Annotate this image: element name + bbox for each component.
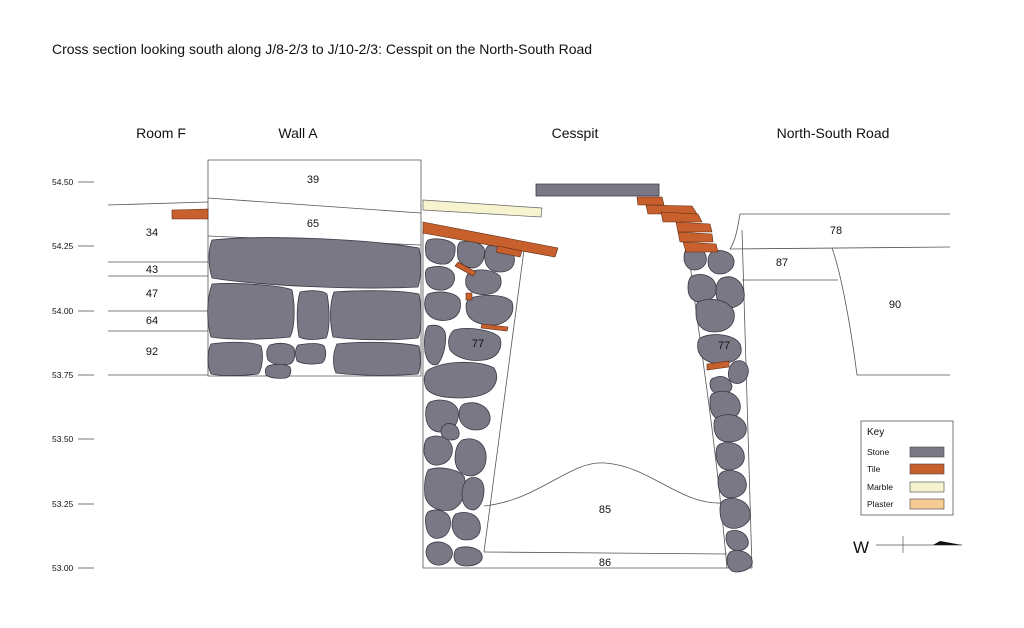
elevation-label: 53.50 <box>52 434 74 444</box>
layer-label-43: 43 <box>146 264 158 276</box>
legend: Key Stone Tile Marble Plaster <box>860 420 954 516</box>
road-layers <box>729 213 951 376</box>
legend-label-tile: Tile <box>867 464 881 474</box>
layer-label-86: 86 <box>599 557 611 569</box>
room-f-layers <box>107 201 209 376</box>
layer-label-77-west: 77 <box>472 338 484 350</box>
elevation-scale <box>78 181 94 569</box>
direction-indicator: W <box>853 536 962 557</box>
layer-label-87: 87 <box>776 257 788 269</box>
elevation-labels: 54.50 54.25 54.00 53.75 53.50 53.25 53.0… <box>52 177 74 573</box>
legend-title: Key <box>867 427 884 438</box>
wall-a-stones <box>207 237 422 379</box>
direction-label: W <box>853 538 869 557</box>
elevation-label: 53.25 <box>52 499 74 509</box>
north-arrow-icon <box>933 541 962 545</box>
layer-label-92: 92 <box>146 346 158 358</box>
elevation-label: 54.00 <box>52 306 74 316</box>
cesspit-east-stones <box>683 247 753 573</box>
layer-label-65: 65 <box>307 218 319 230</box>
legend-swatch-stone <box>909 446 945 458</box>
layer-label-78: 78 <box>830 225 842 237</box>
header-north-south-road: North-South Road <box>776 125 890 141</box>
layer-label-85: 85 <box>599 504 611 516</box>
tiles <box>171 196 730 371</box>
layer-label-34: 34 <box>146 227 158 239</box>
cesspit-west-stones <box>423 238 515 567</box>
header-cesspit: Cesspit <box>551 125 599 141</box>
elevation-label: 54.25 <box>52 241 74 251</box>
legend-label-stone: Stone <box>867 447 889 457</box>
header-room-f: Room F <box>136 125 186 141</box>
elevation-label: 53.75 <box>52 370 74 380</box>
legend-swatch-marble <box>909 481 945 493</box>
layer-label-90: 90 <box>889 299 901 311</box>
marble-slab <box>422 199 543 218</box>
layer-label-64: 64 <box>146 315 158 327</box>
layer-label-39: 39 <box>307 174 319 186</box>
legend-label-marble: Marble <box>867 482 893 492</box>
elevation-label: 53.00 <box>52 563 74 573</box>
legend-swatch-tile <box>909 463 945 475</box>
layer-label-47: 47 <box>146 288 158 300</box>
figure-title: Cross section looking south along J/8-2/… <box>52 41 593 57</box>
legend-swatch-plaster <box>909 498 945 510</box>
layer-label-77-east: 77 <box>718 340 730 352</box>
cover-stone <box>535 183 660 197</box>
layer-labels: 39 65 34 43 47 64 92 78 87 90 85 86 77 7… <box>146 174 901 569</box>
legend-label-plaster: Plaster <box>867 499 894 509</box>
header-wall-a: Wall A <box>278 125 318 141</box>
elevation-label: 54.50 <box>52 177 74 187</box>
